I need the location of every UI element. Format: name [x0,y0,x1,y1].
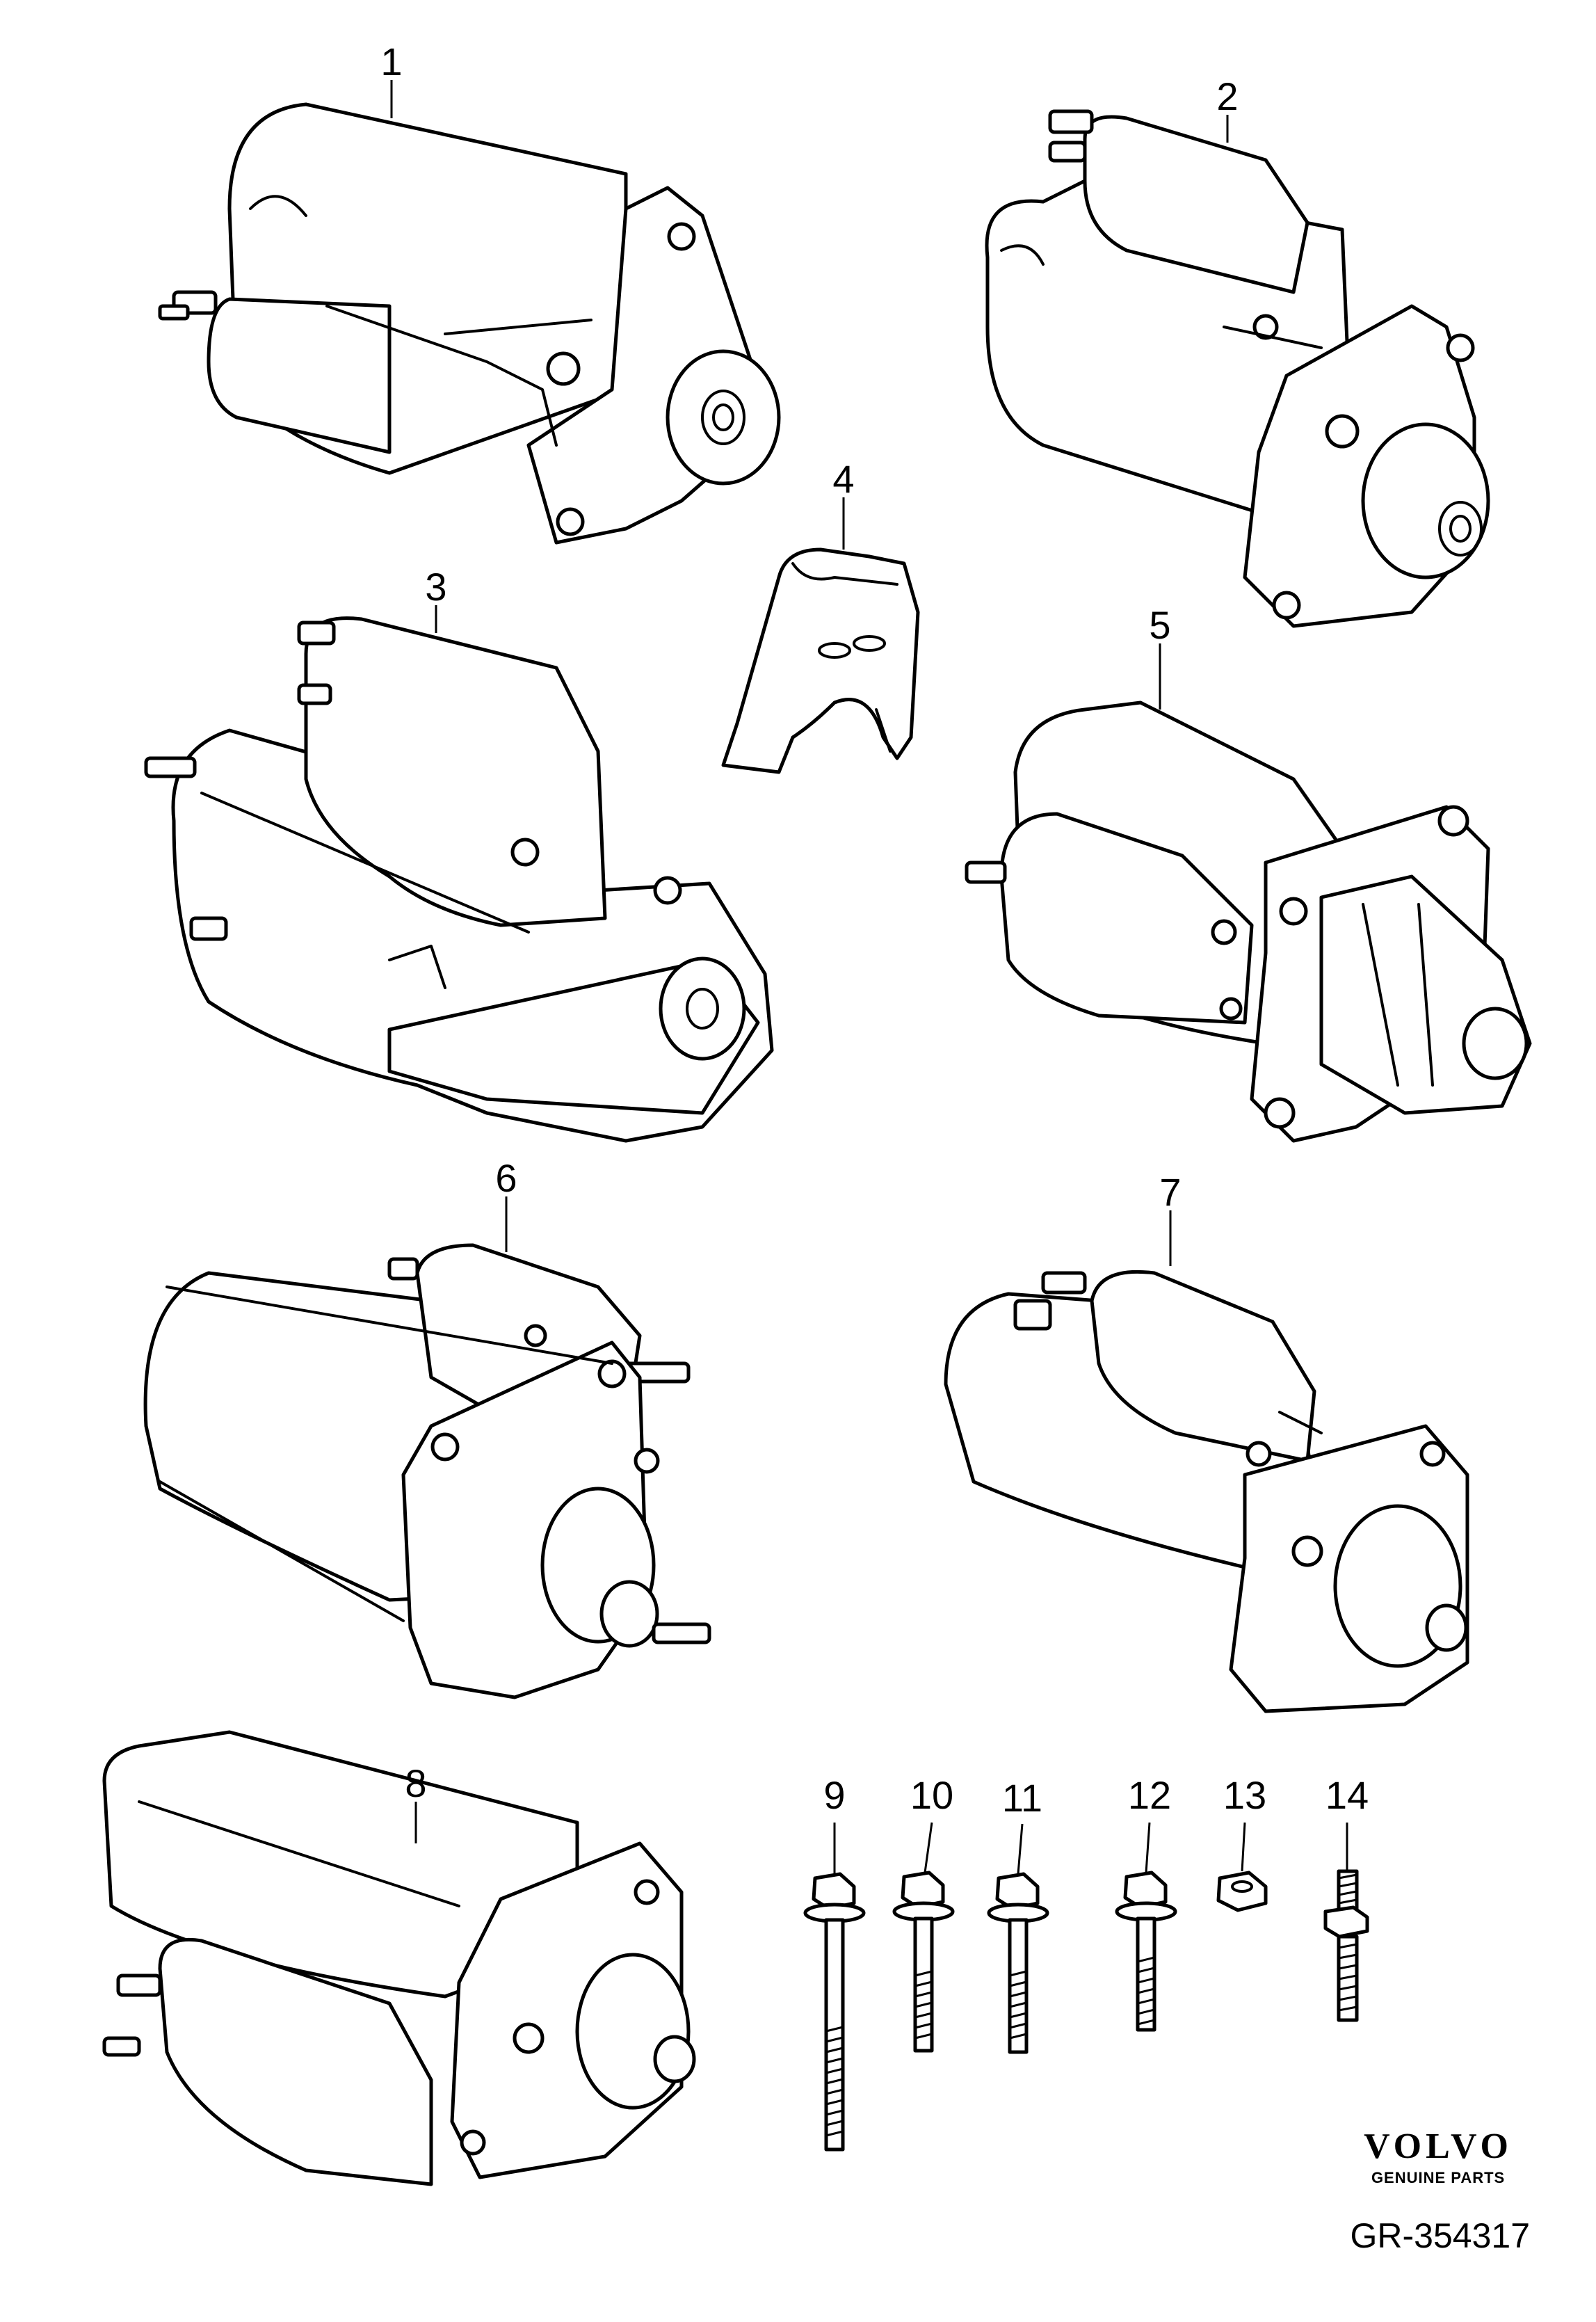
brand-tagline: GENUINE PARTS [1371,2169,1506,2186]
callout-11: 11 [1002,1776,1042,1820]
callout-13: 13 [1223,1773,1266,1817]
callout-7: 7 [1159,1170,1181,1214]
volvo-logo: VOLVO [1364,2127,1513,2166]
starter-motor-8[interactable] [102,1730,696,2186]
nut-13[interactable] [1216,1871,1268,1912]
brand-block: VOLVO GENUINE PARTS [1364,2129,1513,2187]
starter-motor-1[interactable] [158,102,781,545]
starter-motor-7[interactable] [944,1270,1469,1713]
starter-motor-3[interactable] [144,616,774,1143]
callout-5: 5 [1149,603,1170,647]
callout-6: 6 [495,1156,517,1200]
callout-10: 10 [910,1773,953,1817]
callout-14: 14 [1325,1773,1369,1817]
heat-shield-4[interactable] [721,547,920,774]
bolt-10[interactable] [892,1871,955,2053]
callout-1: 1 [380,40,402,83]
starter-motor-2[interactable] [985,109,1490,628]
callout-8: 8 [405,1761,426,1805]
starter-motor-5[interactable] [965,700,1532,1143]
stud-14[interactable] [1323,1869,1369,2022]
callout-labels: 1 2 3 4 5 6 7 8 9 10 11 12 13 14 [380,40,1369,1820]
leader-lines [390,80,1348,1875]
callout-12: 12 [1128,1773,1171,1817]
bolt-12[interactable] [1115,1871,1177,2032]
callout-4: 4 [832,457,854,501]
diagram-reference: GR-354317 [1350,2216,1531,2255]
callout-9: 9 [823,1773,845,1817]
bolt-9[interactable] [803,1872,866,2152]
starter-motor-6[interactable] [143,1243,711,1699]
bolt-11[interactable] [987,1872,1049,2054]
callout-2: 2 [1216,74,1238,118]
callout-3: 3 [425,565,446,609]
